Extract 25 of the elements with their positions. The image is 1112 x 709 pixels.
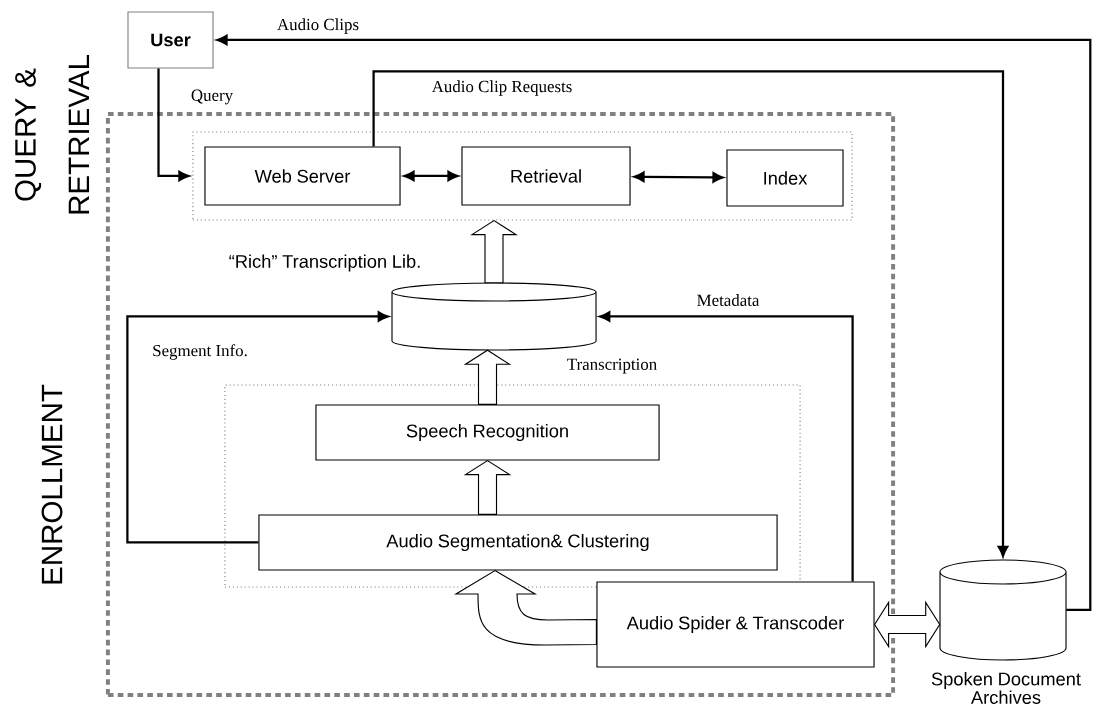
edge-label: Metadata: [697, 294, 760, 306]
section-label: QUERY & RETRIEVAL: [15, 55, 90, 214]
edge-label: Audio Clips: [277, 18, 359, 34]
user-box: User: [127, 11, 214, 69]
arrow: [157, 68, 190, 182]
storage-label: Spoken Document Archives: [931, 672, 1081, 704]
arrow: [216, 34, 1092, 612]
block-arrow: [463, 349, 512, 405]
block-arrow: [470, 219, 518, 284]
dashed-group-box: [105, 111, 896, 698]
process-box: Speech Recognition: [315, 404, 660, 461]
dotted-group-box: [192, 131, 853, 221]
block-arrow: [455, 570, 597, 646]
block-arrow: [463, 459, 512, 515]
database-cylinder: [939, 559, 1067, 661]
section-label: ENROLLMENT: [41, 384, 63, 584]
edge-label: Audio Clip Requests: [431, 80, 572, 96]
database-cylinder: [391, 282, 597, 351]
process-box: Audio Spider & Transcoder: [596, 581, 875, 668]
process-box: Index: [726, 149, 844, 207]
storage-label: “Rich” Transcription Lib.: [229, 254, 420, 272]
arrow: [403, 170, 459, 182]
process-box: Web Server: [204, 146, 401, 206]
process-box: Retrieval: [461, 146, 631, 206]
edge-label: Query: [191, 89, 234, 105]
